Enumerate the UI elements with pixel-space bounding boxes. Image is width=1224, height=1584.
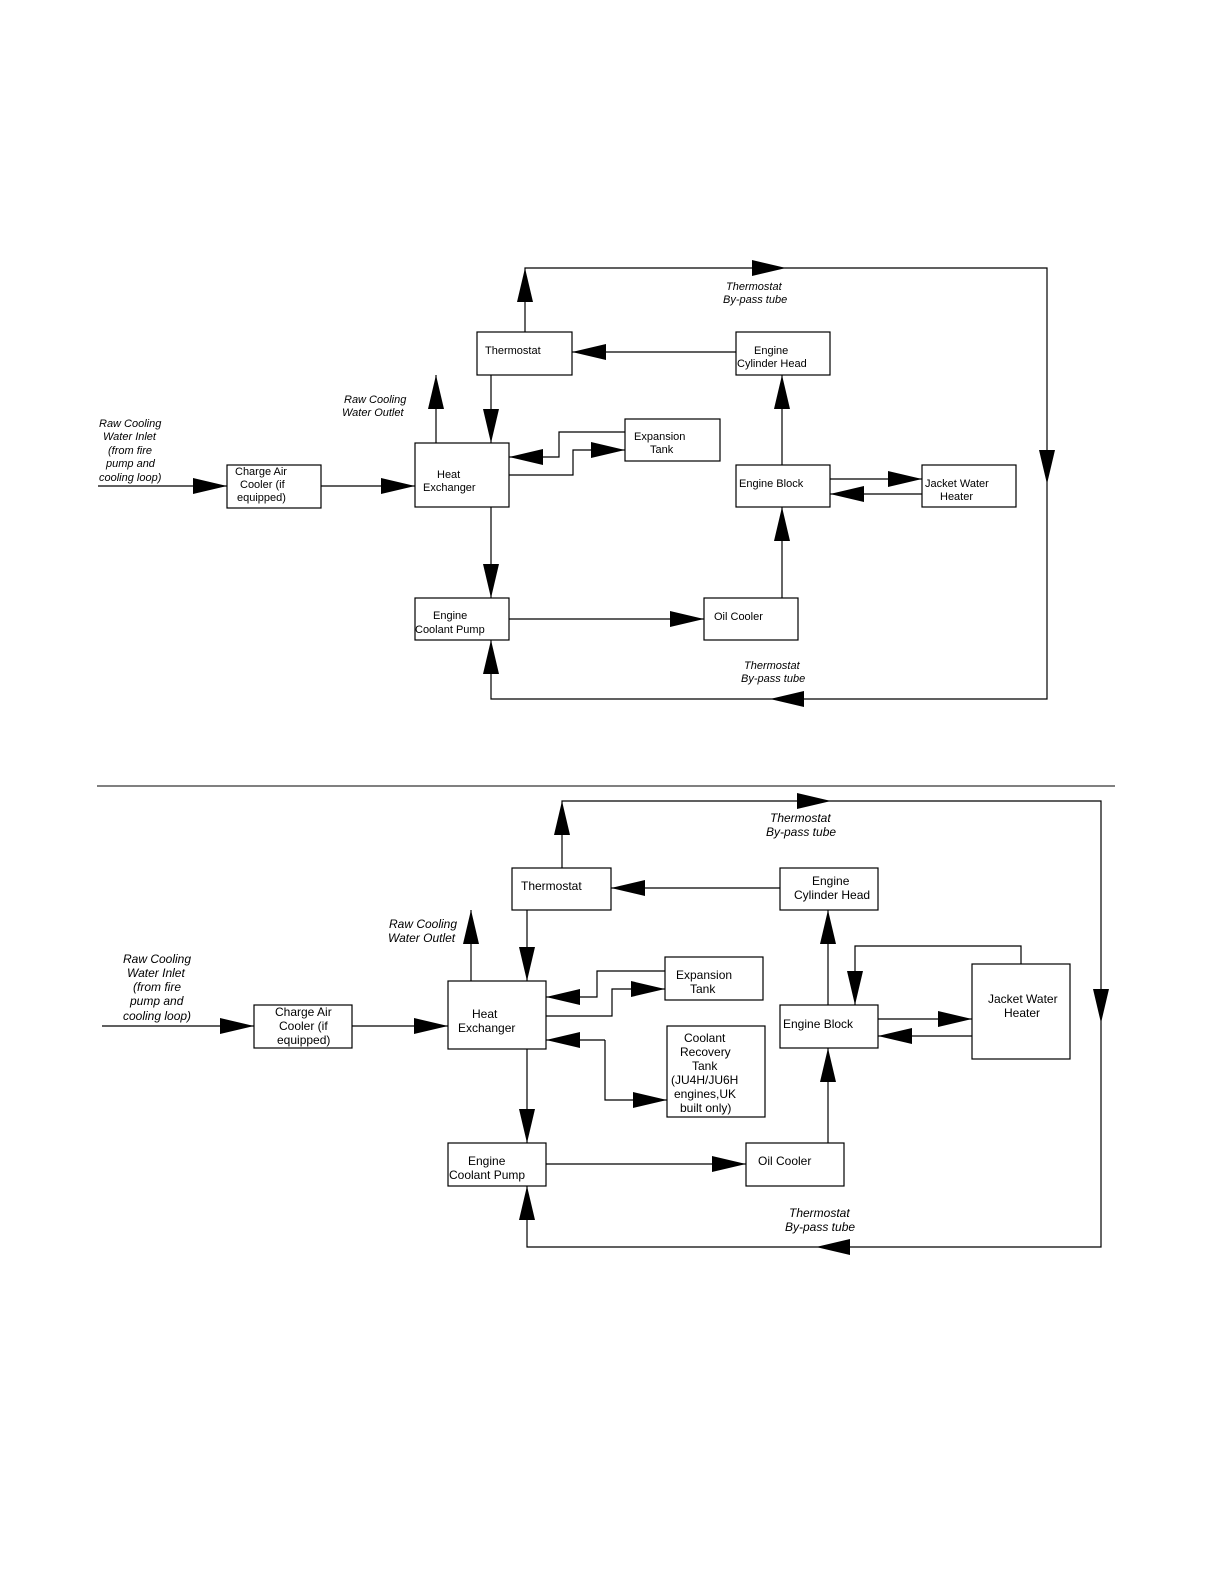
charge-air-label-l2: Cooler (if <box>240 479 286 491</box>
thermostat-label: Thermostat <box>485 345 541 357</box>
raw-outlet-label-l1: Raw Cooling <box>389 917 457 931</box>
arrowheads <box>220 793 1109 1255</box>
cylinder-head-box <box>779 867 879 911</box>
recovery-tank-label-l6: built only) <box>680 1101 731 1115</box>
coolant-pump-label-l1: Engine <box>468 1154 506 1168</box>
engine-block-box <box>779 1004 879 1049</box>
recovery-tank-label-l2: Recovery <box>680 1045 731 1059</box>
bypass-top-label-l1: Thermostat <box>770 811 831 825</box>
expansion-tank-label-l2: Tank <box>650 444 674 456</box>
expansion-tank-label-l1: Expansion <box>676 968 732 982</box>
charge-air-cooler-box <box>253 1004 353 1049</box>
expansion-tank-label-l1: Expansion <box>634 431 685 443</box>
heat-exchanger-box <box>414 442 510 508</box>
diagram-2: Thermostat Engine Cylinder Head Raw Cool… <box>102 793 1109 1255</box>
raw-outlet-label-l2: Water Outlet <box>342 407 404 419</box>
bypass-top-label-l2: By-pass tube <box>766 825 836 839</box>
coolant-pump-label-l2: Coolant Pump <box>449 1168 525 1182</box>
raw-inlet-label-l4: pump and <box>105 458 156 470</box>
cylinder-head-label-l2: Cylinder Head <box>794 888 870 902</box>
oil-cooler-label: Oil Cooler <box>714 611 763 623</box>
heat-exchanger-box <box>447 980 547 1050</box>
cylinder-head-label-l1: Engine <box>754 345 788 357</box>
cylinder-head-box <box>735 331 831 376</box>
raw-inlet-label-l5: cooling loop) <box>123 1009 191 1023</box>
jacket-heater-label-l2: Heater <box>1004 1006 1040 1020</box>
coolant-pump-box <box>447 1142 547 1187</box>
coolant-pump-label-l2: Coolant Pump <box>415 624 485 636</box>
jacket-heater-label-l1: Jacket Water <box>988 992 1058 1006</box>
thermostat-box <box>511 867 612 911</box>
jacket-heater-label-l2: Heater <box>940 491 973 503</box>
expansion-tank-label-l2: Tank <box>690 982 716 996</box>
raw-inlet-label-l2: Water Inlet <box>127 966 185 980</box>
recovery-tank-label-l1: Coolant <box>684 1031 726 1045</box>
raw-outlet-label-l1: Raw Cooling <box>344 394 407 406</box>
heat-exchanger-label-l1: Heat <box>472 1007 498 1021</box>
bypass-bottom-label-l2: By-pass tube <box>785 1220 855 1234</box>
oil-cooler-box <box>745 1142 845 1187</box>
jacket-water-heater-box <box>971 963 1071 1060</box>
coolant-pump-label-l1: Engine <box>433 610 467 622</box>
engine-block-box <box>735 464 831 508</box>
charge-air-label-l1: Charge Air <box>275 1005 332 1019</box>
charge-air-label-l3: equipped) <box>277 1033 330 1047</box>
cylinder-head-label-l2: Cylinder Head <box>737 358 807 370</box>
diagram-1: Thermostat Engine Cylinder Head Raw Cool… <box>98 260 1055 707</box>
thermostat-box <box>476 331 573 376</box>
heat-exchanger-label-l1: Heat <box>437 469 460 481</box>
raw-inlet-label-l1: Raw Cooling <box>99 418 162 430</box>
engine-block-label: Engine Block <box>739 478 804 490</box>
oil-cooler-label: Oil Cooler <box>758 1154 811 1168</box>
jacket-water-heater-box <box>921 464 1017 508</box>
bypass-top-label-l2: By-pass tube <box>723 294 787 306</box>
charge-air-label-l3: equipped) <box>237 492 286 504</box>
coolant-pump-box <box>414 597 510 641</box>
raw-inlet-label-l5: cooling loop) <box>99 472 162 484</box>
cylinder-head-label-l1: Engine <box>812 874 850 888</box>
recovery-tank-label-l4: (JU4H/JU6H <box>671 1073 738 1087</box>
bypass-top-label-l1: Thermostat <box>726 281 783 293</box>
recovery-tank-label-l3: Tank <box>692 1059 718 1073</box>
heat-exchanger-label-l2: Exchanger <box>423 482 476 494</box>
expansion-tank-box <box>624 418 721 462</box>
raw-inlet-label-l3: (from fire <box>108 445 152 457</box>
expansion-tank-box <box>664 956 764 1001</box>
charge-air-label-l1: Charge Air <box>235 466 287 478</box>
raw-inlet-label-l2: Water Inlet <box>103 431 157 443</box>
bypass-bottom-label-l2: By-pass tube <box>741 673 805 685</box>
jacket-heater-label-l1: Jacket Water <box>925 478 989 490</box>
raw-inlet-label-l3: (from fire <box>133 980 181 994</box>
recovery-tank-label-l5: engines,UK <box>674 1087 736 1101</box>
raw-outlet-label-l2: Water Outlet <box>388 931 456 945</box>
thermostat-label: Thermostat <box>521 879 582 893</box>
engine-block-label: Engine Block <box>783 1017 854 1031</box>
recovery-tank-box <box>666 1025 766 1118</box>
arrowheads <box>193 260 1055 707</box>
bypass-bottom-label-l1: Thermostat <box>744 660 801 672</box>
charge-air-label-l2: Cooler (if <box>279 1019 328 1033</box>
raw-inlet-label-l1: Raw Cooling <box>123 952 191 966</box>
raw-inlet-label-l4: pump and <box>129 994 184 1008</box>
heat-exchanger-label-l2: Exchanger <box>458 1021 515 1035</box>
bypass-bottom-label-l1: Thermostat <box>789 1206 850 1220</box>
